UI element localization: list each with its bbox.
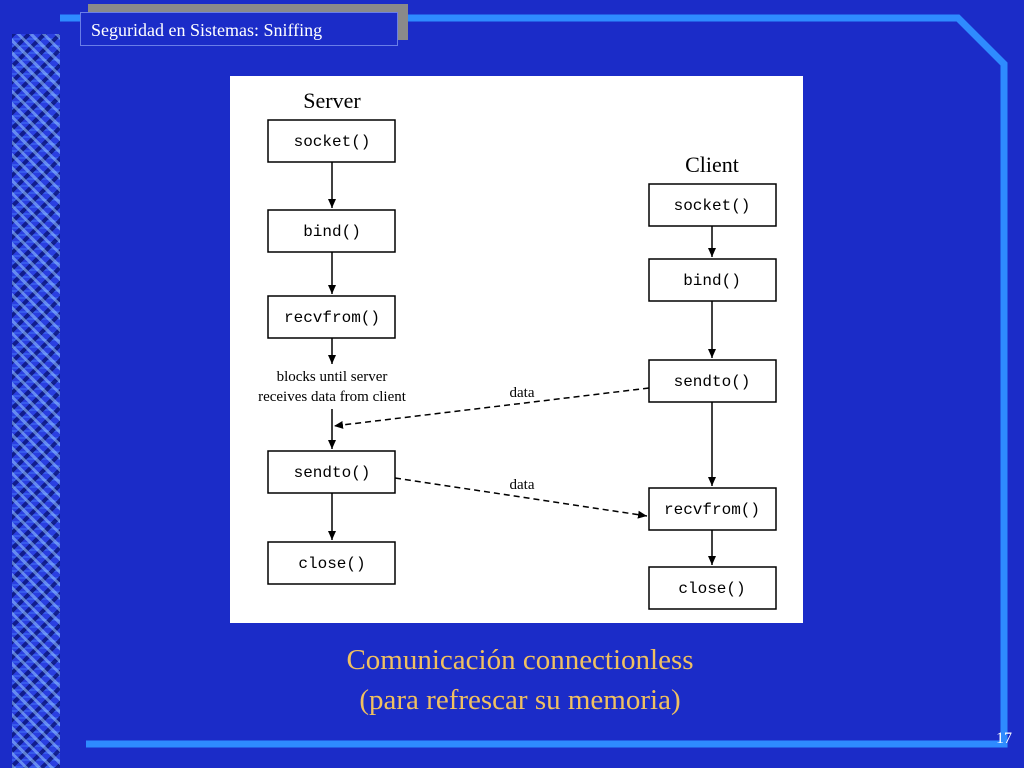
svg-text:close(): close() (298, 555, 365, 573)
server-to-client-data-arrow (394, 477, 648, 519)
svg-text:recvfrom(): recvfrom() (664, 501, 760, 519)
page-number: 17 (996, 730, 1012, 747)
diagram-panel: Server Client socket() bind() recvfrom()… (230, 76, 803, 623)
svg-text:socket(): socket() (674, 197, 751, 215)
server-bind-box: bind() (267, 209, 396, 253)
connectionless-flow-diagram: Server Client socket() bind() recvfrom()… (258, 88, 777, 610)
caption-line1: Comunicación connectionless (346, 644, 694, 676)
client-label: Client (685, 152, 739, 177)
server-sendto-box: sendto() (267, 450, 396, 494)
client-to-server-data-arrow (333, 387, 650, 429)
client-to-server-data-label: data (510, 385, 535, 401)
caption-line2: (para refrescar su memoria) (359, 684, 681, 716)
server-to-client-data-label: data (510, 477, 535, 493)
server-blocking-note-line2: receives data from client (258, 389, 407, 405)
svg-text:close(): close() (678, 580, 745, 598)
svg-text:sendto(): sendto() (674, 373, 751, 391)
server-blocking-note-line1: blocks until server (277, 369, 388, 385)
svg-text:sendto(): sendto() (294, 464, 371, 482)
client-bind-box: bind() (648, 258, 777, 302)
decorative-side-strip (12, 34, 60, 768)
slide-caption: Comunicación connectionless (para refres… (230, 640, 810, 720)
server-recvfrom-box: recvfrom() (267, 295, 396, 339)
server-label: Server (303, 88, 361, 113)
client-sendto-box: sendto() (648, 359, 777, 403)
slide-title: Seguridad en Sistemas: Sniffing (80, 12, 398, 46)
svg-text:bind(): bind() (303, 223, 361, 241)
server-close-box: close() (267, 541, 396, 585)
svg-text:socket(): socket() (294, 133, 371, 151)
server-socket-box: socket() (267, 119, 396, 163)
svg-text:bind(): bind() (683, 272, 741, 290)
client-recvfrom-box: recvfrom() (648, 487, 777, 531)
client-close-box: close() (648, 566, 777, 610)
svg-text:recvfrom(): recvfrom() (284, 309, 380, 327)
client-socket-box: socket() (648, 183, 777, 227)
